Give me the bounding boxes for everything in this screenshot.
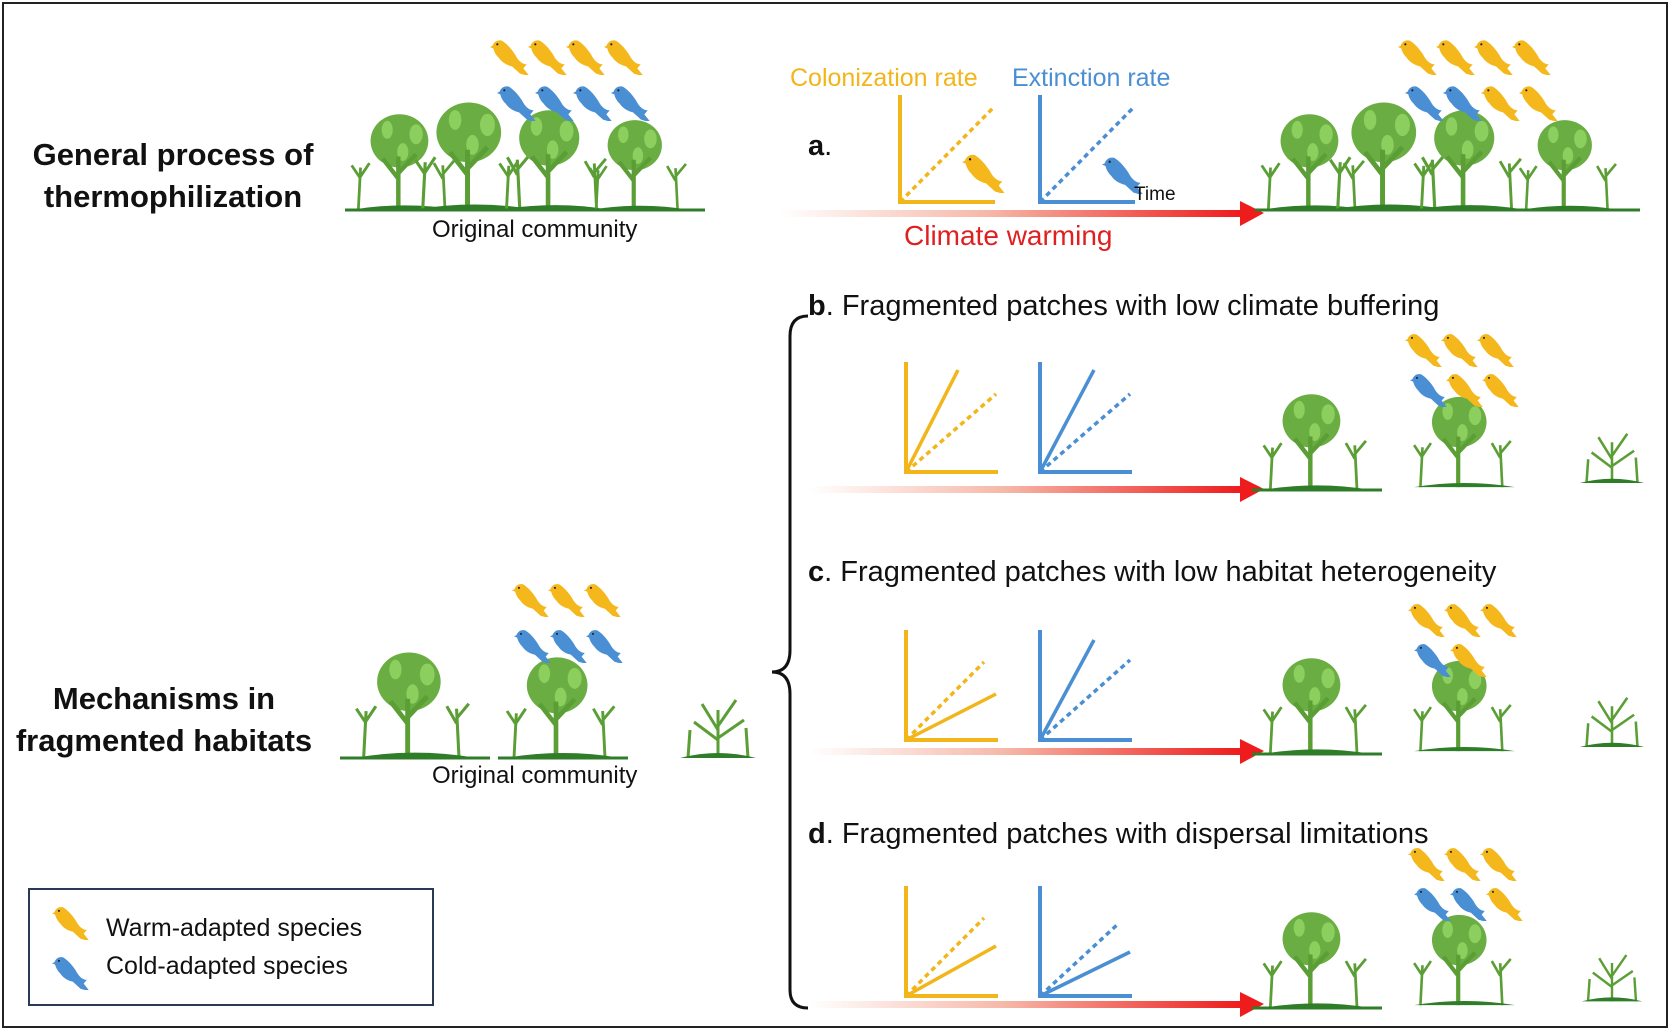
birds-bottom-original — [512, 584, 623, 663]
panel-a-label: a. — [808, 130, 832, 163]
legend-cold-label: Cold-adapted species — [106, 952, 348, 980]
heading-mechanisms: Mechanisms in fragmented habitats — [4, 678, 324, 762]
brace — [771, 314, 809, 1010]
climate-warming-arrows — [780, 201, 1264, 1017]
caption-original-top: Original community — [432, 216, 638, 243]
final-community-c — [1252, 658, 1646, 754]
panel-b-label: b. Fragmented patches with low climate b… — [808, 290, 1439, 323]
extinction-graph-d — [1038, 886, 1132, 998]
panel-d-letter: d — [808, 818, 826, 850]
heading-mechanisms-line2: fragmented habitats — [15, 723, 313, 758]
birds-top-original — [490, 40, 650, 121]
panel-c-text: . Fragmented patches with low habitat he… — [824, 556, 1497, 588]
heading-general-line2: thermophilization — [43, 179, 303, 214]
extinction-graph-b — [1038, 362, 1132, 474]
colonization-graph-a — [898, 95, 1005, 204]
final-community-top — [1255, 102, 1640, 210]
legend-icons — [52, 907, 89, 990]
colonization-rate-label: Colonization rate — [790, 64, 978, 92]
extinction-graph-a — [1038, 95, 1143, 204]
legend: Warm-adapted species Cold-adapted specie… — [28, 888, 434, 1006]
time-label: Time — [1134, 184, 1176, 205]
panel-b-text: . Fragmented patches with low climate bu… — [825, 290, 1440, 322]
panel-c-letter: c — [808, 556, 825, 588]
colonization-graph-c — [904, 630, 998, 742]
panel-a-text: . — [824, 130, 833, 162]
caption-original-bottom: Original community — [432, 762, 638, 789]
final-community-d — [1252, 912, 1644, 1008]
panel-b-letter: b — [808, 290, 826, 322]
birds-d-final — [1408, 848, 1523, 921]
climate-warming-label: Climate warming — [904, 220, 1113, 251]
birds-top-final — [1398, 40, 1558, 121]
panel-c-label: c. Fragmented patches with low habitat h… — [808, 556, 1496, 589]
original-community-bottom — [340, 652, 758, 758]
warm-bird-icon — [52, 907, 89, 940]
heading-mechanisms-line1: Mechanisms in — [52, 681, 276, 716]
extinction-rate-label: Extinction rate — [1012, 64, 1171, 92]
birds-b-final — [1405, 334, 1519, 407]
original-community-top — [345, 102, 705, 210]
heading-general-line1: General process of — [32, 137, 314, 172]
extinction-graph-c — [1038, 630, 1132, 742]
panel-a-letter: a — [808, 130, 825, 162]
colonization-graph-d — [904, 886, 998, 998]
cold-bird-icon — [52, 957, 89, 990]
colonization-graph-b — [904, 362, 998, 474]
heading-general: General process of thermophilization — [18, 134, 328, 218]
panel-d-label: d. Fragmented patches with dispersal lim… — [808, 818, 1429, 851]
panel-d-text: . Fragmented patches with dispersal limi… — [825, 818, 1429, 850]
final-community-b — [1252, 394, 1646, 490]
legend-warm-label: Warm-adapted species — [106, 914, 363, 942]
